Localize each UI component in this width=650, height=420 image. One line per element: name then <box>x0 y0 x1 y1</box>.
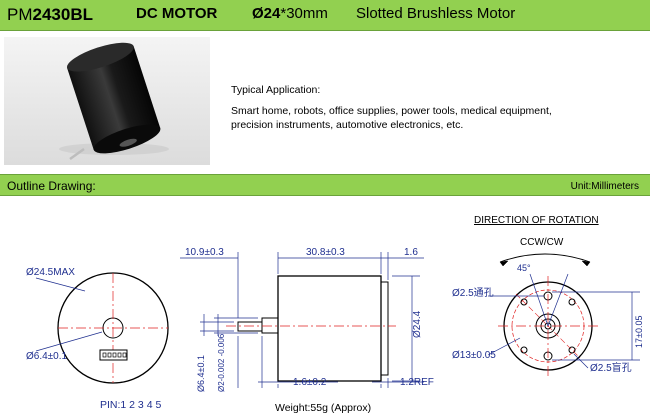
rotation-direction: CCW/CW <box>520 237 564 248</box>
dim-1-6-bottom: 1.6±0.2 <box>293 377 327 388</box>
left-dia-label: Ø24.5MAX <box>26 267 75 278</box>
application-line-1: Smart home, robots, office supplies, pow… <box>231 105 552 117</box>
dim-1-2ref: 1.2REF <box>400 377 434 388</box>
model-prefix: PM <box>7 5 33 24</box>
model-number: PM2430BL <box>7 5 93 25</box>
motor-image <box>59 42 169 161</box>
dim-2: Ø2-0.002 -0.006 <box>217 333 226 392</box>
dim-17-label: 17±0.05 <box>634 316 644 348</box>
length: *30mm <box>280 5 328 22</box>
motor-type: DC MOTOR <box>136 5 218 22</box>
diameter: Ø24 <box>252 5 281 22</box>
rotation-title: DIRECTION OF ROTATION <box>474 215 599 226</box>
application-title: Typical Application: <box>231 84 321 96</box>
pins-label: PIN:1 2 3 4 5 <box>100 399 161 411</box>
outline-label: Outline Drawing: <box>7 179 96 193</box>
left-shaft-label: Ø6.4±0.1 <box>26 351 68 362</box>
motor-size: Ø24*30mm <box>252 5 328 22</box>
side-view <box>180 252 424 388</box>
dim-10-9: 10.9±0.3 <box>185 247 224 258</box>
dim-30-8: 30.8±0.3 <box>306 247 345 258</box>
motor-description: Slotted Brushless Motor <box>356 5 516 22</box>
outline-drawing: Ø24.5MAX Ø6.4±0.1 PIN:1 2 3 4 5 <box>26 215 644 414</box>
dim-1-6-top: 1.6 <box>404 247 418 258</box>
right-end-view <box>487 253 640 376</box>
header-banner: PM2430BL DC MOTOR Ø24*30mm Slotted Brush… <box>0 0 650 31</box>
motor-photo <box>4 37 210 165</box>
dim-6-4: Ø6.4±0.1 <box>196 355 206 392</box>
left-end-view <box>35 272 169 384</box>
hole-through-label: Ø2.5通孔 <box>452 287 494 299</box>
weight-label: Weight:55g (Approx) <box>275 402 371 414</box>
outline-bar: Outline Drawing: Unit:Millimeters <box>0 174 650 196</box>
hole-blind-label: Ø2.5盲孔 <box>590 361 632 374</box>
model-bold: 2430BL <box>32 5 93 24</box>
application-block: Typical Application: Smart home, robots,… <box>231 83 552 132</box>
dim-13-label: Ø13±0.05 <box>452 350 496 361</box>
dim-24-4: Ø24.4 <box>412 310 423 338</box>
unit-label: Unit:Millimeters <box>570 181 639 192</box>
application-line-2: precision instruments, automotive electr… <box>231 119 464 131</box>
angle-label: 45° <box>517 263 531 273</box>
